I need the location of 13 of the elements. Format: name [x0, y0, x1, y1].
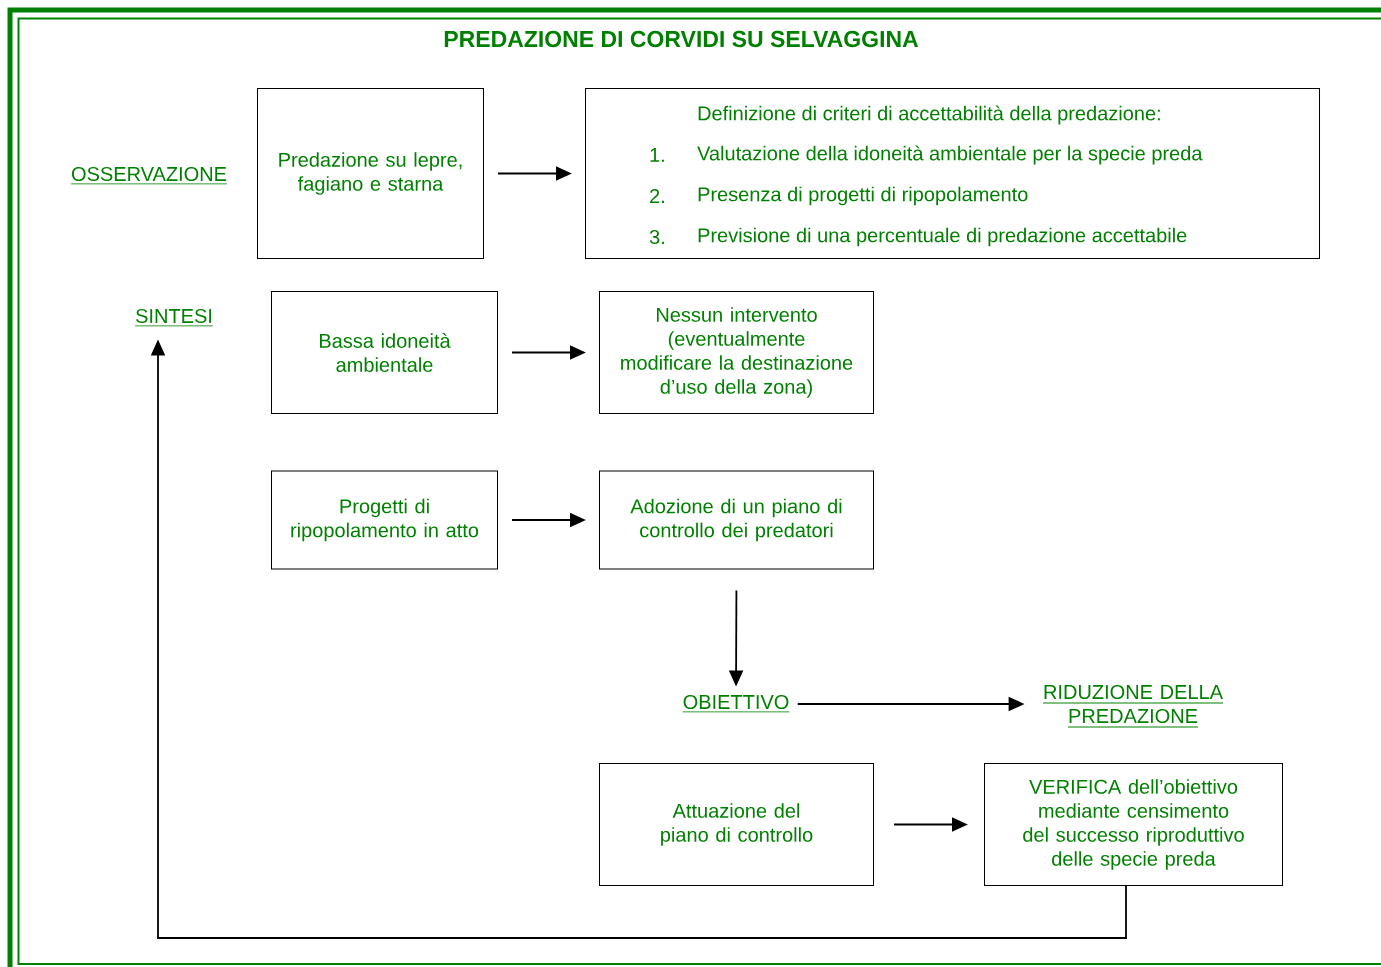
process-box: Bassa idoneità ambientale — [271, 291, 498, 414]
process-box: Attuazione del piano di controllo — [599, 763, 874, 886]
process-box: Nessun intervento (eventualmente modificare la destinazione d’uso della zona) — [599, 291, 874, 414]
process-box: Predazione su lepre, fagiano e starna — [257, 88, 484, 259]
section-heading: OSSERVAZIONE — [70, 166, 228, 185]
criteria-box: Definizione di criteri di accettabilità della predazione: 1. Valutazione della idoneità ambientale per la specie preda 2. Presenza di progetti di ripopolamento 3. Previsione di una percentuale di predazione accettabile — [585, 88, 1320, 259]
section-heading: OBIETTIVO — [682, 694, 790, 713]
result-heading: RIDUZIONE DELLA PREDAZIONE — [1042, 684, 1224, 728]
process-box: Adozione di un piano di controllo dei predatori — [599, 470, 874, 570]
section-heading: SINTESI — [134, 308, 214, 327]
process-box: VERIFICA dell’obiettivo mediante censimento del successo riproduttivo delle specie preda — [984, 763, 1283, 886]
title: PREDAZIONE DI CORVIDI SU SELVAGGINA — [444, 30, 919, 48]
process-box: Progetti di ripopolamento in atto — [271, 470, 498, 570]
